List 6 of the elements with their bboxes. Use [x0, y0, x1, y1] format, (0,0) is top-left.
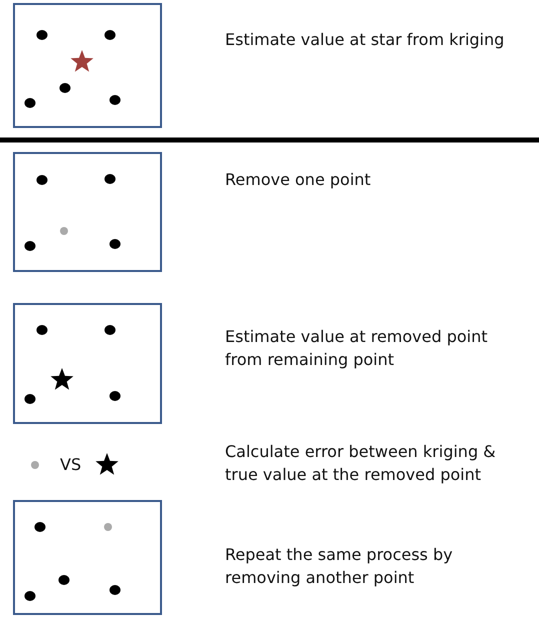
instruction-text: Estimate value at removed point from remaining point — [225, 326, 489, 371]
instruction-text: Remove one point — [225, 169, 372, 191]
instruction-text: Repeat the same process by removing another point — [225, 544, 454, 589]
instruction-text: Estimate value at star from kriging — [225, 29, 506, 51]
instruction-text: Calculate error between kriging & true value at the removed point — [225, 441, 497, 486]
comparison-label: VS — [60, 454, 82, 476]
